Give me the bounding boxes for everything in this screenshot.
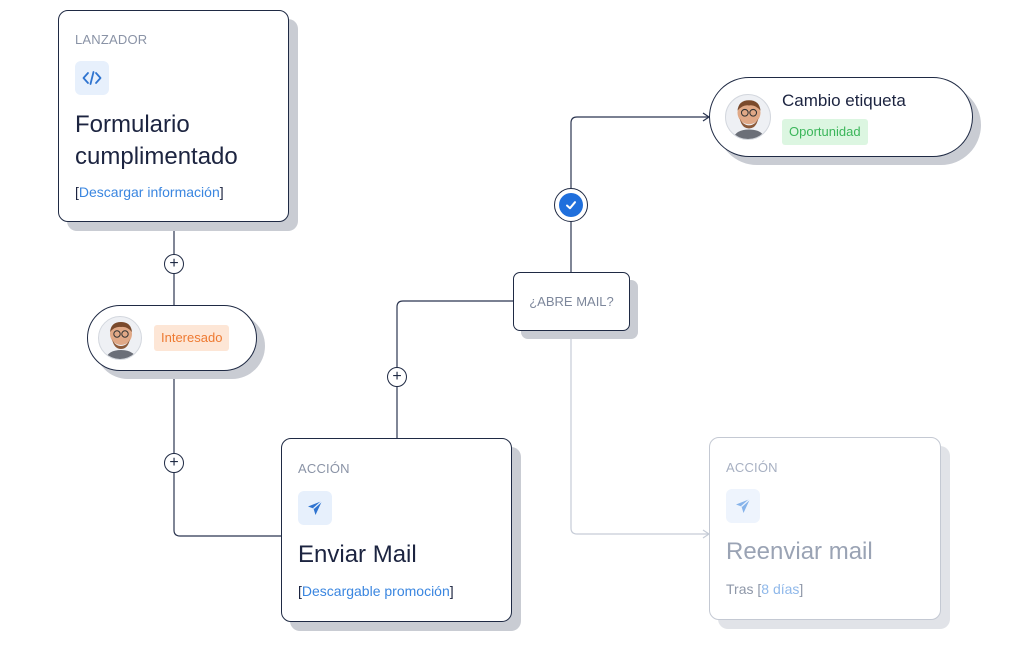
tag-badge-interesado: Interesado (154, 325, 230, 351)
yes-branch-check (554, 188, 588, 222)
action-card-resend-mail[interactable]: ACCIÓN Reenviar mail Tras [8 días] (709, 437, 941, 620)
delay-prefix: Tras (726, 581, 754, 597)
delay-line: Tras [8 días] (726, 581, 804, 597)
trigger-eyebrow: LANZADOR (75, 32, 148, 47)
trigger-link-line: [Descargar información] (75, 184, 224, 200)
decision-node[interactable]: ¿ABRE MAIL? (513, 272, 630, 331)
checkmark-icon (566, 201, 576, 210)
action-link-line: [Descargable promoción] (298, 583, 454, 599)
avatar (725, 94, 771, 140)
action-eyebrow: ACCIÓN (726, 460, 778, 475)
connector-tag-to-send (173, 371, 281, 537)
paper-plane-icon (726, 489, 760, 523)
action-title: Enviar Mail (298, 541, 417, 568)
add-step-button[interactable]: + (164, 254, 184, 274)
action-eyebrow: ACCIÓN (298, 461, 350, 476)
action-title: Reenviar mail (726, 538, 873, 565)
avatar (98, 316, 142, 360)
tag-change-node[interactable]: Cambio etiqueta Oportunidad (709, 77, 973, 157)
add-step-button[interactable]: + (164, 453, 184, 473)
trigger-title: Formulario cumplimentado (75, 111, 238, 170)
connector-send-to-decision (396, 300, 513, 438)
download-promo-link[interactable]: Descargable promoción (301, 583, 450, 599)
tag-node-interesado[interactable]: Interesado (87, 305, 257, 371)
action-card-send-mail[interactable]: ACCIÓN Enviar Mail [Descargable promoció… (281, 438, 512, 622)
connector-decision-to-tagchange (570, 116, 708, 272)
add-step-button[interactable]: + (387, 367, 407, 387)
code-icon (75, 61, 109, 95)
tag-badge-oportunidad: Oportunidad (782, 119, 868, 145)
paper-plane-icon (298, 491, 332, 525)
trigger-card[interactable]: LANZADOR Formulario cumplimentado [Desca… (58, 10, 289, 222)
connector-decision-to-resend (570, 331, 708, 535)
download-info-link[interactable]: Descargar información (78, 184, 220, 200)
tag-change-title: Cambio etiqueta (782, 91, 906, 110)
delay-value-link[interactable]: 8 días (761, 581, 800, 597)
